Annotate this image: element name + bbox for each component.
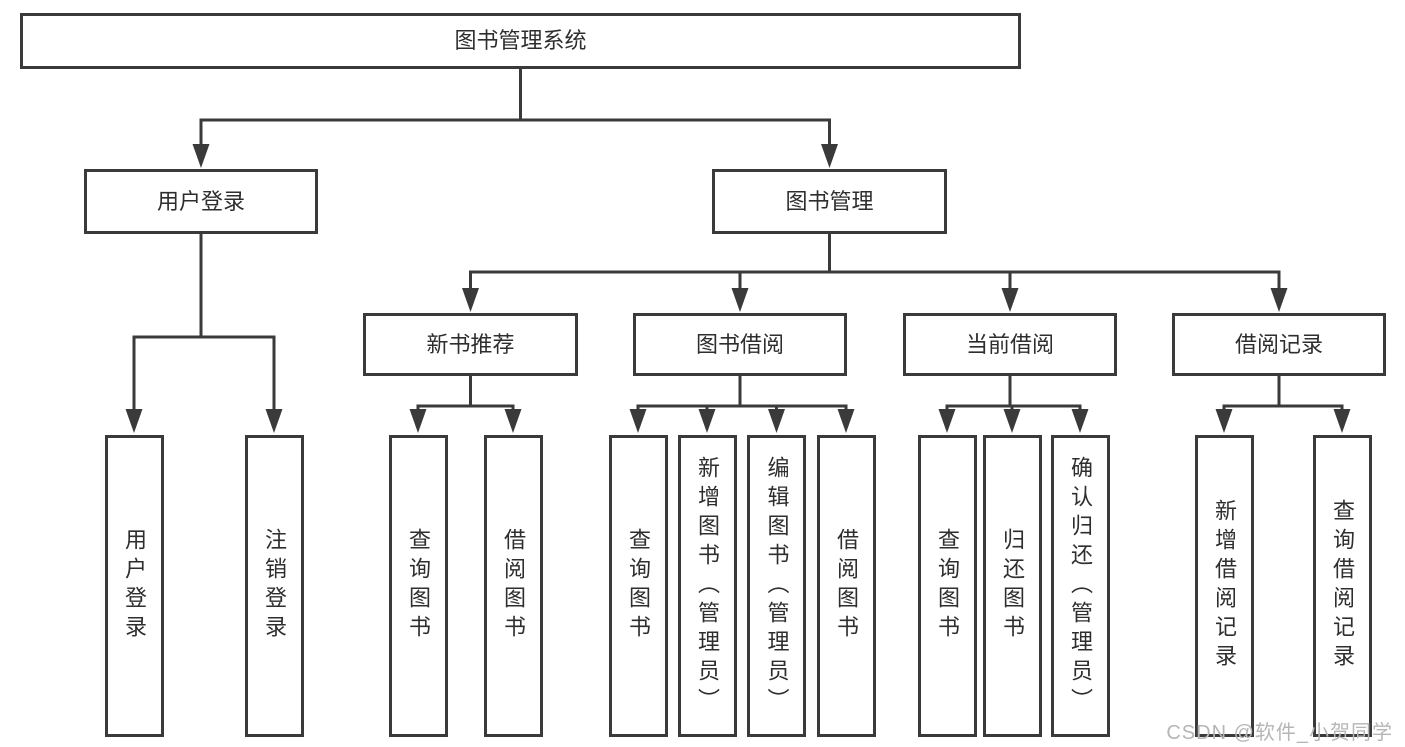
arrow-down-icon	[821, 144, 838, 168]
node-label: 查询图书	[406, 528, 431, 644]
arrow-down-icon	[1270, 288, 1288, 312]
leaf-query-books-current: 查询图书	[917, 435, 977, 737]
csdn-watermark: CSDN @软件_小贺同学	[1166, 722, 1393, 744]
node-label: 图书借阅	[695, 331, 784, 357]
leaf-borrow-books-borrowing: 借阅图书	[816, 435, 876, 737]
arrow-down-icon	[1071, 409, 1089, 433]
node-label: 查询借阅记录	[1330, 499, 1355, 673]
arrow-down-icon	[462, 288, 479, 312]
arrow-down-icon	[731, 288, 749, 312]
node-label: 归还图书	[1000, 528, 1025, 644]
leaf-query-books-recommend: 查询图书	[388, 435, 448, 737]
leaf-user-login: 用户登录	[104, 435, 164, 737]
node-label: 查询图书	[626, 528, 651, 644]
leaf-query-borrow-record: 查询借阅记录	[1312, 435, 1372, 737]
node-label: 当前借阅	[965, 331, 1054, 357]
node-label: 注销登录	[262, 528, 287, 644]
node-label: 借阅记录	[1234, 331, 1323, 357]
node-label: 新增借阅记录	[1212, 499, 1237, 673]
connector-current-to-leaves	[945, 374, 1082, 415]
arrow-down-icon	[837, 409, 855, 433]
arrow-down-icon	[938, 409, 956, 433]
node-label: 编辑图书（管理员）	[764, 455, 790, 717]
arrow-down-icon	[125, 409, 143, 433]
node-label: 图书管理	[785, 188, 874, 214]
leaf-return-books: 归还图书	[982, 435, 1042, 737]
node-label: 用户登录	[122, 528, 147, 644]
node-library-management-system: 图书管理系统	[20, 13, 1021, 69]
node-book-borrowing: 图书借阅	[633, 313, 847, 376]
arrow-down-icon	[768, 409, 785, 433]
arrow-down-icon	[1215, 409, 1233, 433]
connector-login-to-leaves	[132, 232, 276, 414]
arrow-down-icon	[1333, 409, 1351, 433]
node-borrowing-records: 借阅记录	[1172, 313, 1386, 376]
node-label: 确认归还（管理员）	[1068, 455, 1093, 717]
arrow-down-icon	[192, 144, 210, 168]
node-label: 图书管理系统	[454, 28, 587, 53]
leaf-add-borrow-record: 新增借阅记录	[1194, 435, 1254, 737]
connector-root-to-level2	[199, 67, 831, 149]
connector-records-to-leaves	[1222, 374, 1344, 415]
node-label: 新增图书（管理员）	[695, 455, 720, 717]
node-label: 新书推荐	[426, 331, 515, 357]
arrow-down-icon	[1003, 409, 1021, 433]
arrow-down-icon	[409, 409, 427, 433]
arrow-down-icon	[1001, 288, 1019, 312]
connector-borrowing-to-leaves	[636, 374, 848, 415]
connector-management-to-level3	[469, 232, 1281, 293]
leaf-borrow-books-recommend: 借阅图书	[483, 435, 543, 737]
arrow-down-icon	[698, 409, 716, 433]
node-new-book-recommendation: 新书推荐	[363, 313, 578, 376]
node-label: 查询图书	[935, 528, 960, 644]
leaf-confirm-return-admin: 确认归还（管理员）	[1050, 435, 1110, 737]
arrow-down-icon	[265, 409, 283, 433]
arrow-down-icon	[629, 409, 647, 433]
node-label: 借阅图书	[834, 528, 859, 644]
arrow-down-icon	[504, 409, 522, 433]
node-label: 借阅图书	[501, 528, 526, 644]
node-label: 用户登录	[156, 188, 245, 214]
leaf-logout: 注销登录	[244, 435, 304, 737]
leaf-query-books-borrowing: 查询图书	[608, 435, 668, 737]
leaf-edit-book-admin: 编辑图书（管理员）	[747, 435, 806, 737]
node-current-borrowing: 当前借阅	[903, 313, 1117, 376]
connector-recommend-to-leaves	[416, 374, 515, 415]
leaf-add-book-admin: 新增图书（管理员）	[677, 435, 737, 737]
node-book-management: 图书管理	[712, 169, 947, 234]
node-user-login: 用户登录	[84, 169, 318, 234]
